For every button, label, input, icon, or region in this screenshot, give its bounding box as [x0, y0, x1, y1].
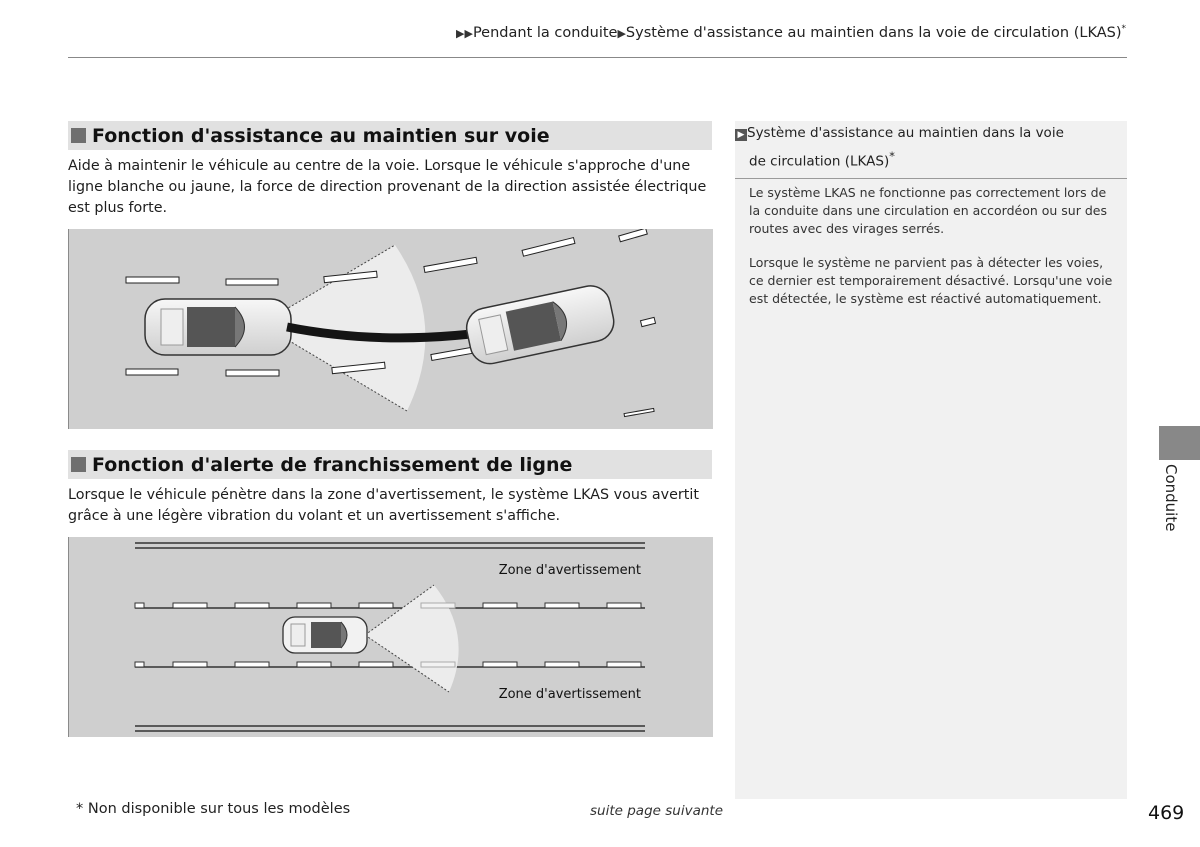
- sidebar-title: ▶Système d'assistance au maintien dans l…: [735, 121, 1127, 179]
- breadcrumb-level-2: Système d'assistance au maintien dans la…: [625, 24, 1122, 41]
- arrow-icon: ▶: [617, 26, 626, 40]
- square-bullet-icon: [71, 128, 86, 143]
- breadcrumb: ▶▶Pendant la conduite▶Système d'assistan…: [456, 24, 1126, 41]
- continued-note: suite page suivante: [590, 803, 723, 819]
- note-marker-icon: ▶: [735, 129, 747, 141]
- sidebar-title-line1: Système d'assistance au maintien dans la…: [747, 125, 1064, 141]
- section-title-text: Fonction d'alerte de franchissement de l…: [92, 453, 573, 476]
- double-arrow-icon: ▶▶: [456, 26, 473, 40]
- lane-departure-illustration: Zone d'avertissement Zone d'avertissemen…: [68, 537, 713, 737]
- section-title-text: Fonction d'assistance au maintien sur vo…: [92, 124, 550, 147]
- lane-keeping-illustration: [68, 229, 713, 429]
- warning-zone-label-top: Zone d'avertissement: [499, 563, 641, 578]
- section-title-lane-departure-warning: Fonction d'alerte de franchissement de l…: [68, 450, 712, 479]
- breadcrumb-level-1: Pendant la conduite: [472, 24, 618, 41]
- section-title-lane-keeping-assist: Fonction d'assistance au maintien sur vo…: [68, 121, 712, 150]
- section-body-text: Lorsque le véhicule pénètre dans la zone…: [68, 487, 699, 524]
- header-divider: [68, 57, 1127, 58]
- warning-zone-label-bottom: Zone d'avertissement: [499, 687, 641, 702]
- sidebar-title-line2: de circulation (LKAS): [749, 153, 890, 170]
- page-number: 469: [1148, 802, 1185, 824]
- car: [282, 616, 368, 654]
- footnote: * Non disponible sur tous les modèles: [76, 801, 351, 817]
- sidebar-title-star: *: [889, 150, 895, 163]
- breadcrumb-footnote-star: *: [1121, 24, 1127, 34]
- square-bullet-icon: [71, 457, 86, 472]
- sidebar-paragraph-2: Lorsque le système ne parvient pas à dét…: [749, 254, 1113, 306]
- chapter-tab: [1159, 426, 1200, 460]
- car-right: [465, 285, 615, 365]
- sidebar-note: ▶Système d'assistance au maintien dans l…: [735, 121, 1127, 799]
- chapter-tab-label: Conduite: [1162, 464, 1180, 532]
- car-left: [144, 298, 292, 356]
- section-body-text: Aide à maintenir le véhicule au centre d…: [68, 158, 707, 216]
- sidebar-paragraph-1: Le système LKAS ne fonctionne pas correc…: [749, 184, 1107, 236]
